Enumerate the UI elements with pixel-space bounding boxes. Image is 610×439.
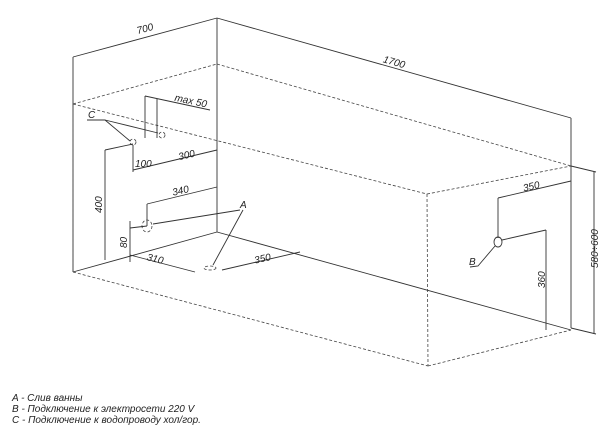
drain-horizontal-dimension: 340 — [171, 184, 190, 199]
water-height-dimension: 400 — [94, 196, 105, 213]
bathtub-box — [72, 18, 572, 367]
length-dimension-line — [216, 17, 572, 119]
water-spacing-dimension: 100 — [135, 159, 152, 170]
drain-outlet-icon — [141, 219, 153, 233]
power-outlet-icon — [493, 236, 503, 248]
power-horizontal-dimension: 350 — [522, 180, 541, 195]
drain-height-dimension: 80 — [119, 236, 130, 248]
label-a: A — [239, 200, 247, 211]
label-c: C — [88, 110, 96, 121]
height-dimension: 580÷600 — [590, 229, 601, 268]
legend-item-c: C - Подключение к водопроводу хол/гор. — [12, 415, 201, 426]
legend: A - Слив ванны B - Подключение к электро… — [12, 393, 201, 426]
legend-item-b: B - Подключение к электросети 220 V — [12, 404, 195, 415]
label-b: B — [469, 257, 476, 268]
length-dimension: 1700 — [382, 54, 407, 71]
width-dimension-line — [72, 17, 218, 58]
max-offset-dimension: max 50 — [174, 93, 209, 111]
legend-item-a: A - Слив ванны — [12, 393, 83, 404]
drain-from-back-dimension: 350 — [253, 252, 272, 266]
drain-from-left-dimension: 310 — [146, 252, 165, 267]
power-height-dimension: 360 — [537, 271, 548, 288]
width-dimension: 700 — [136, 22, 155, 37]
water-horizontal-dimension: 300 — [177, 149, 196, 164]
